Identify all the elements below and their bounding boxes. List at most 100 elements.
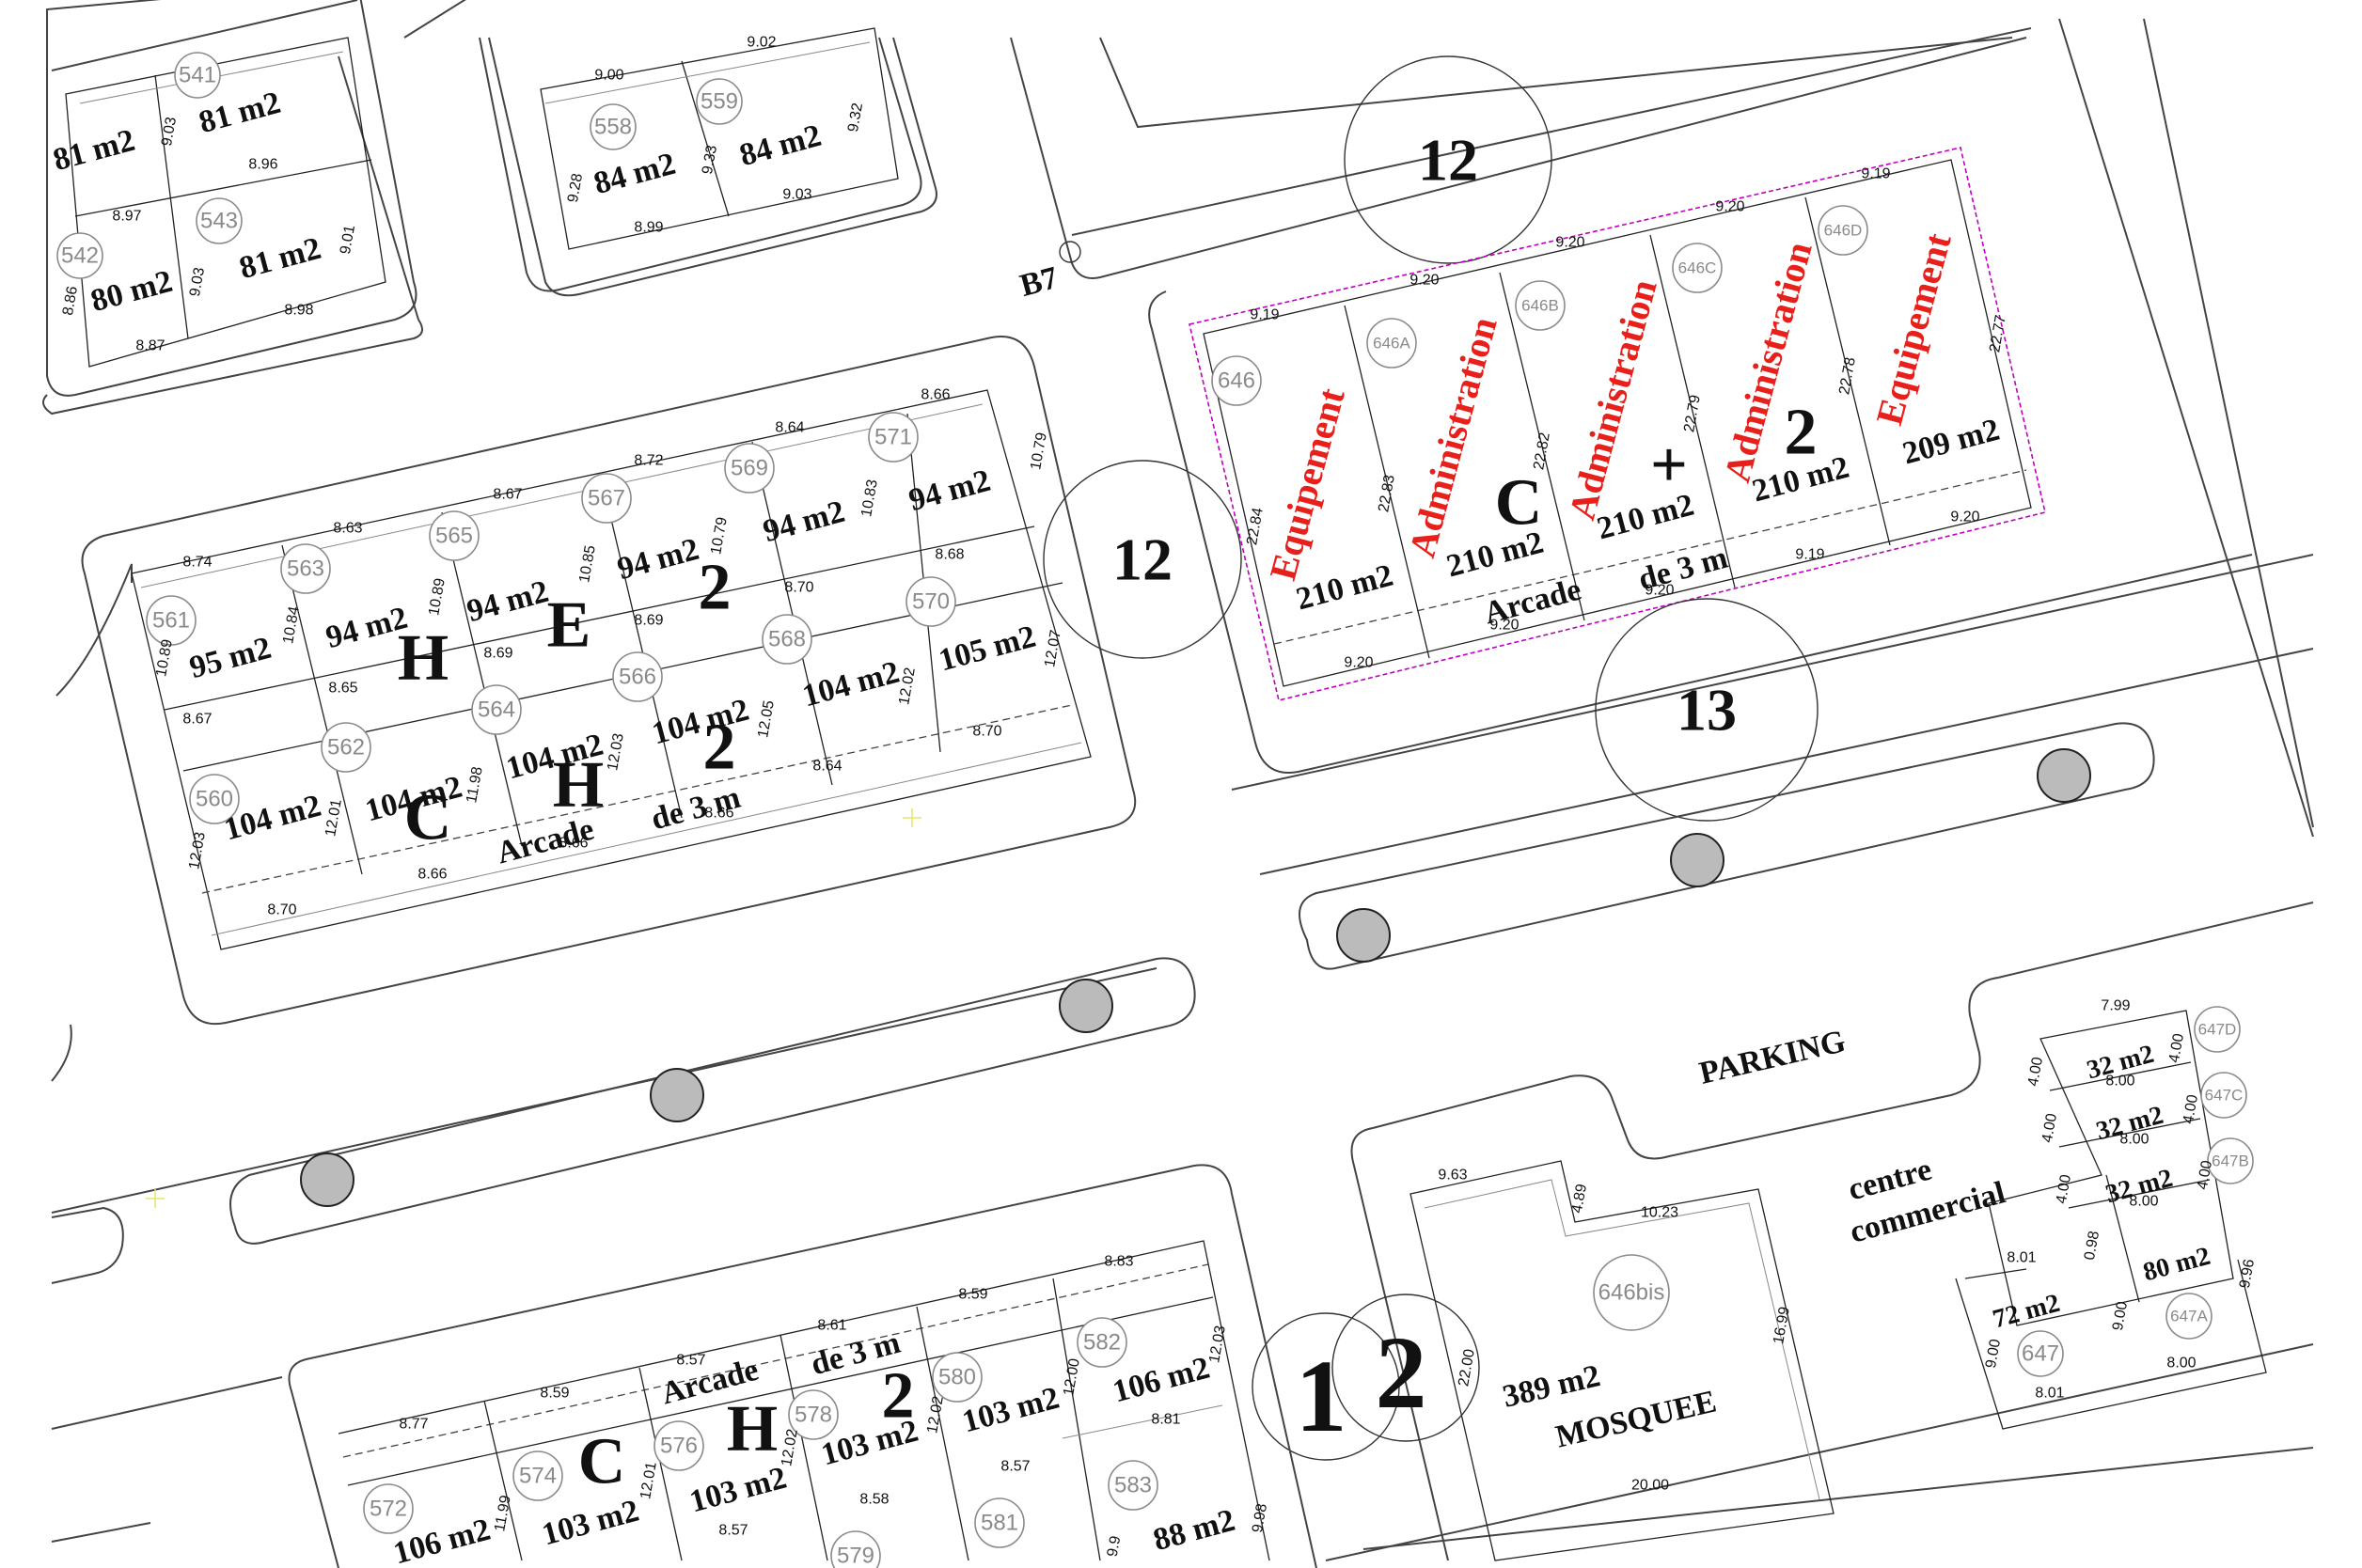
block-administration: C + 2 Arcade de 3 m 646 Equipement 210 m… (1189, 147, 2046, 701)
svg-text:8.57: 8.57 (718, 1523, 748, 1539)
benchmark-label: B7 (1016, 260, 1062, 304)
dimension: 9.03 (187, 266, 208, 298)
lot-647[interactable]: 647 72 m2 (1990, 1289, 2064, 1377)
zone-letter: 2 (1785, 397, 1818, 469)
svg-text:4.00: 4.00 (2025, 1056, 2046, 1088)
svg-text:9.9: 9.9 (1105, 1534, 1125, 1558)
zone-letter: H (398, 622, 449, 695)
lot-id-badge (174, 52, 221, 99)
zone-letter: + (1650, 430, 1688, 502)
lot-id-badge (612, 651, 663, 702)
lot-id-badge (974, 1497, 1025, 1548)
tree-icon (1670, 833, 1724, 887)
lot-id-badge (196, 197, 243, 244)
lot-id-badge (512, 1450, 563, 1501)
lot-area: 104 m2 (799, 655, 904, 714)
lot-id: 572 (370, 1497, 407, 1522)
road-marker-12-middle: 12 (1043, 460, 1242, 659)
dimension: 9.63 (1438, 1168, 1467, 1184)
svg-text:8.70: 8.70 (972, 724, 1001, 740)
road-number: 1 (1296, 1339, 1347, 1453)
lot-id-badge (363, 1483, 414, 1534)
dimension: 9.33 (700, 144, 720, 176)
road-number: 12 (1418, 127, 1478, 194)
lot-646bis[interactable]: 646bis 389 m2 (1500, 1254, 1670, 1415)
lot-568[interactable]: 568 104 m2 (762, 614, 904, 714)
lot-id-badge (56, 232, 103, 279)
svg-text:8.66: 8.66 (704, 806, 733, 822)
lot-area: 94 m2 (760, 494, 848, 549)
dimension: 9.03 (782, 187, 811, 203)
svg-text:8.64: 8.64 (775, 420, 804, 436)
lot-571[interactable]: 571 94 m2 (868, 412, 994, 518)
lot-id-badge (189, 774, 240, 824)
lot-580[interactable]: 580 103 m2 (932, 1352, 1063, 1439)
lot-543[interactable]: 543 81 m2 (196, 197, 324, 286)
lot-id-badge (724, 443, 775, 494)
svg-text:9.20: 9.20 (1344, 655, 1373, 671)
svg-text:9.20: 9.20 (1555, 235, 1584, 251)
svg-text:8.01: 8.01 (2007, 1250, 2036, 1266)
lot-id-badge (1211, 355, 1262, 406)
svg-text:8.83: 8.83 (1104, 1254, 1133, 1270)
svg-text:9.96: 9.96 (2237, 1258, 2258, 1290)
lot-646B[interactable]: 646B Administration 210 m2 (1515, 275, 1697, 547)
lot-647A[interactable]: 647A 80 m2 (2140, 1242, 2213, 1340)
lot-567[interactable]: 567 94 m2 (581, 473, 702, 587)
lot-use: Administration (1560, 275, 1664, 525)
dimensions-bottom-block: 8.77 8.59 8.57 8.61 8.59 8.83 11.99 12.0… (399, 1254, 1270, 1559)
lot-581[interactable]: 581 (974, 1497, 1025, 1548)
lot-579[interactable]: 579 (830, 1530, 881, 1568)
svg-text:12.02: 12.02 (779, 1428, 801, 1467)
lot-id: 558 (594, 115, 632, 140)
svg-text:4.00: 4.00 (2181, 1093, 2201, 1125)
lot-647D[interactable]: 647D 32 m2 (2084, 1006, 2241, 1085)
dimension: 9.32 (845, 102, 866, 133)
lot-558[interactable]: 558 84 m2 (590, 103, 679, 201)
svg-text:12.07: 12.07 (1042, 629, 1064, 668)
lot-541[interactable]: 541 81 m2 (174, 52, 284, 140)
lot-560[interactable]: 560 104 m2 (189, 774, 324, 847)
tree-icon (2037, 748, 2091, 803)
lot-id: 560 (196, 787, 233, 812)
lot-id-badge (146, 595, 197, 646)
lot-id-badge (830, 1530, 881, 1568)
svg-text:22.78: 22.78 (1836, 356, 1859, 396)
svg-text:0.98: 0.98 (2082, 1230, 2102, 1262)
lot-use: Administration (1400, 313, 1504, 562)
lot-563[interactable]: 563 94 m2 (280, 543, 411, 655)
lot-area: 84 m2 (736, 118, 825, 173)
median-right (1299, 722, 2155, 970)
dimension: 8.87 (135, 338, 165, 354)
lot-646A[interactable]: 646A Administration 210 m2 (1366, 313, 1547, 585)
lot-646C[interactable]: 646C Administration 210 m2 (1672, 238, 1852, 510)
lot-id: 564 (478, 698, 515, 723)
lot-583[interactable]: 583 88 m2 (1108, 1460, 1238, 1558)
lot-area: 72 m2 (1990, 1289, 2063, 1335)
lot-id: 647A (2170, 1308, 2208, 1325)
lot-565[interactable]: 565 94 m2 (429, 510, 552, 629)
lot-area: 105 m2 (936, 619, 1040, 679)
lot-582[interactable]: 582 106 m2 (1077, 1317, 1213, 1409)
svg-text:10.79: 10.79 (1028, 431, 1050, 471)
svg-text:8.74: 8.74 (182, 555, 212, 571)
zone-letter: C (1495, 467, 1543, 540)
lot-id-badge (1818, 205, 1868, 256)
lot-area: 94 m2 (464, 574, 552, 629)
lot-id: 561 (152, 608, 190, 634)
tree-icon (1336, 908, 1391, 963)
svg-text:10.83: 10.83 (858, 478, 881, 518)
dimension: 16.99 (1771, 1306, 1793, 1345)
lot-647B[interactable]: 647B 32 m2 (2102, 1137, 2254, 1209)
lot-569[interactable]: 569 94 m2 (724, 443, 848, 549)
svg-text:10.85: 10.85 (576, 544, 599, 584)
lot-id: 583 (1114, 1473, 1152, 1498)
svg-text:4.00: 4.00 (2054, 1173, 2074, 1205)
lot-646D[interactable]: 646D Equipement 209 m2 (1818, 205, 2003, 471)
svg-text:12.02: 12.02 (924, 1395, 947, 1435)
road-marker-12-top: 12 (1344, 55, 1552, 264)
dimensions-admin-block: 9.19 9.20 9.20 9.20 9.19 22.84 22.83 22.… (1244, 166, 2009, 671)
lot-id-badge (590, 103, 637, 150)
lot-572[interactable]: 572 106 m2 (363, 1483, 494, 1568)
